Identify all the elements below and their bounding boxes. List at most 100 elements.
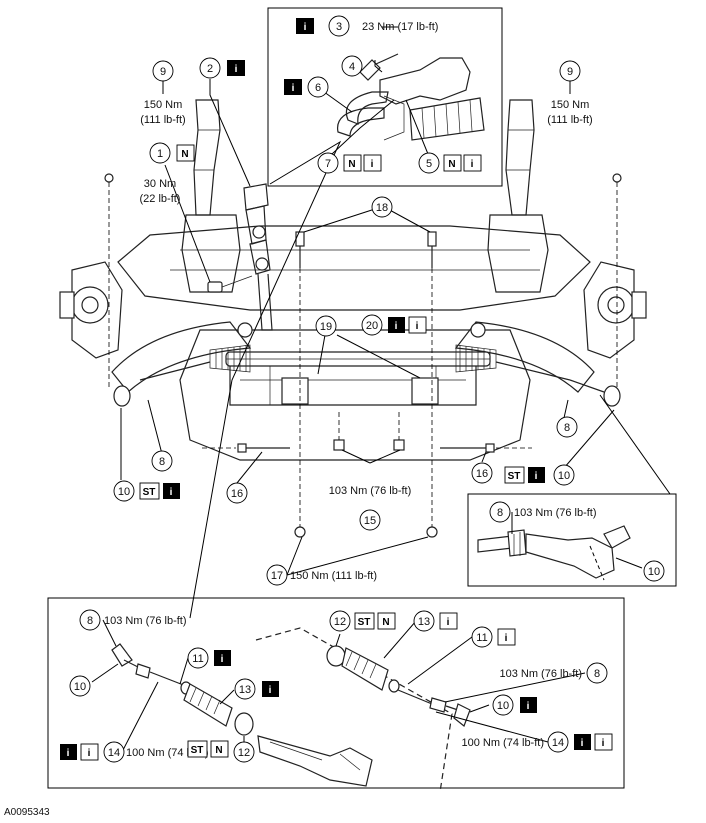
leader-lines [91,26,671,753]
info-outline-badge [497,628,516,646]
info-glyph: i [395,321,398,332]
info-glyph: i [221,654,224,665]
callout-number: 8 [594,668,600,680]
callout-18: 18 [371,196,393,218]
callout-10-right: ST i 10 [504,464,575,486]
callout-11-rack-left: 11 i [187,647,231,669]
info-outline-glyph: i [602,738,605,749]
info-badge [227,60,245,76]
new-part-glyph: N [181,149,188,160]
callout-number: 16 [476,468,488,480]
callout-number: 10 [648,566,660,578]
info-outline-badge [594,733,613,751]
callout-13-rack-right: 13 i [413,610,458,632]
info-outline-badge [363,154,382,172]
callout-6: i 6 [284,76,329,98]
callout-11-rack-right: 11 i [471,626,516,648]
callout-number: 11 [476,632,487,644]
callout-8-rack-right: 103 Nm (76 lb-ft) 8 [499,662,608,684]
callout-number: 12 [238,747,250,759]
alignment-dashes [108,182,618,527]
callout-1: 1 N 30 Nm (22 lb-ft) [140,142,195,205]
callout-number: 10 [558,470,570,482]
callout-15: 103 Nm (76 lb-ft) 15 [329,485,412,531]
callout-8-left: 8 [151,450,173,472]
callout-number: 8 [564,422,570,434]
callout-number: 12 [334,616,346,628]
special-tool-badge [354,612,375,630]
callout-16-right: 16 [471,462,493,484]
new-part-glyph: N [382,617,389,628]
info-outline-badge [463,154,482,172]
info-badge [574,734,591,750]
torque-spec: 103 Nm (76 lb-ft) [329,485,412,497]
info-badge [60,744,77,760]
rack-exploded-inset-frame [47,597,625,789]
callout-number: 3 [336,21,342,33]
callout-number: 18 [376,202,388,214]
info-badge [388,317,405,333]
torque-spec: 100 Nm (74 lb-ft) [461,737,544,749]
callout-number: 8 [497,507,503,519]
callout-9-right: 9 150 Nm (111 lb-ft) [547,60,593,126]
special-tool-glyph: ST [191,745,204,756]
callout-19: 19 [315,315,337,337]
callout-number: 9 [567,66,573,78]
callout-number: 7 [325,158,331,170]
rack-exploded-drawing [111,627,471,793]
special-tool-badge [139,482,160,500]
callout-number: 13 [418,616,430,628]
callout-10-rack-left: 10 [69,675,91,697]
new-part-badge [176,144,195,162]
callout-number: 20 [366,320,378,332]
new-part-badge [377,612,396,630]
torque-spec: 103 Nm (76 lb-ft) [499,668,582,680]
callout-2: 2 i [199,57,245,79]
info-outline-glyph: i [471,159,474,170]
info-badge [214,650,231,666]
callout-number: 10 [497,700,509,712]
torque-spec: 23 Nm (17 lb-ft) [362,21,438,33]
info-glyph: i [292,83,295,94]
tie-rod-end-inset-drawing [477,525,631,581]
info-glyph: i [304,22,307,33]
info-glyph: i [67,748,70,759]
callout-number: 14 [552,737,564,749]
callout-number: 2 [207,63,213,75]
special-tool-badge [187,740,208,758]
info-badge [528,467,545,483]
callout-4: 4 [341,55,363,77]
callout-number: 17 [271,570,283,582]
torque-spec-nm: 30 Nm [144,178,176,190]
special-tool-glyph: ST [358,617,371,628]
info-glyph: i [527,701,530,712]
info-badge [284,79,302,95]
info-outline-glyph: i [416,321,419,332]
top-inset-drawing [336,53,485,141]
info-badge [262,681,279,697]
callout-number: 19 [320,321,332,333]
info-badge [296,18,314,34]
special-tool-badge [504,466,525,484]
callout-3: i 3 23 Nm (17 lb-ft) [296,15,438,37]
callout-number: 13 [239,684,251,696]
info-outline-badge [80,743,99,761]
callout-5: 5 N i [418,152,482,174]
info-badge [520,697,537,713]
callout-number: 1 [157,148,163,160]
callout-number: 10 [74,681,86,693]
callout-12-rack-left: ST N 12 [187,740,255,763]
info-outline-glyph: i [505,633,508,644]
torque-spec: 150 Nm (111 lb-ft) [290,570,377,582]
torque-spec-nm: 150 Nm [144,99,183,111]
new-part-badge [343,154,362,172]
callout-16-left: 16 [226,482,248,504]
callout-number: 8 [87,615,93,627]
callout-number: 14 [108,747,120,759]
torque-spec-nm: 150 Nm [551,99,590,111]
callout-13-rack-left: 13 i [234,678,279,700]
info-outline-badge [439,612,458,630]
callout-number: 10 [118,486,130,498]
new-part-glyph: N [348,159,355,170]
top-inset-frame [267,7,503,187]
